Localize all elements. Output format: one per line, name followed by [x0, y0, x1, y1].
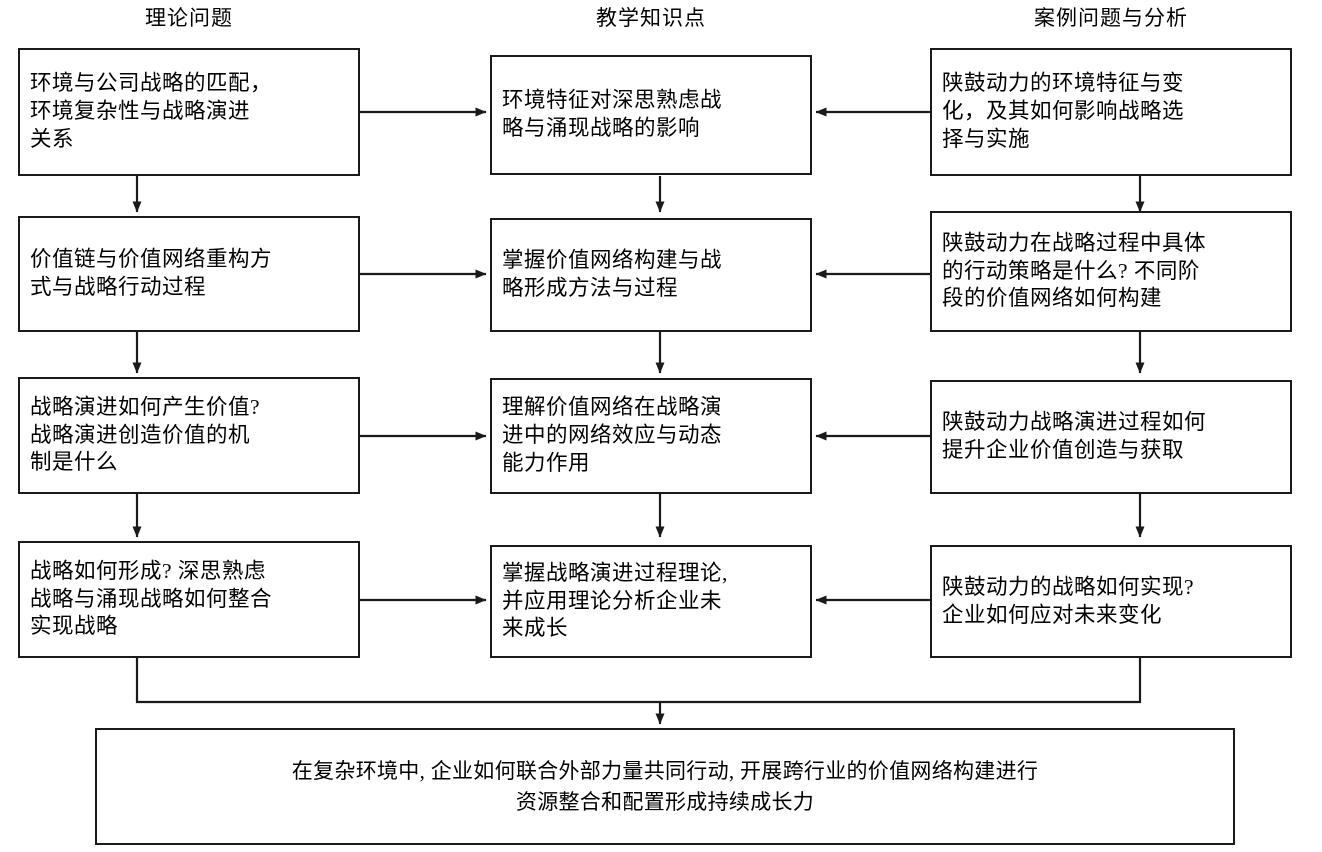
node-theory-4[interactable]: 战略如何形成? 深思熟虑战略与涌现战略如何整合实现战略 [18, 541, 360, 658]
node-teaching-1-text: 环境特征对深思熟虑战略与涌现战略的影响 [502, 88, 723, 140]
summary-line-1: 在复杂环境中, 企业如何联合外部力量共同行动, 开展跨行业的价值网络构建进行 [291, 759, 1039, 784]
node-teaching-3[interactable]: 理解价值网络在战略演进中的网络效应与动态能力作用 [490, 378, 812, 494]
node-case-2-text: 陕鼓动力在战略过程中具体的行动策略是什么? 不同阶段的价值网络如何构建 [942, 230, 1207, 311]
node-teaching-2[interactable]: 掌握价值网络构建与战略形成方法与过程 [490, 218, 812, 332]
node-case-3-text: 陕鼓动力战略演进过程如何提升企业价值创造与获取 [942, 410, 1207, 462]
node-teaching-1[interactable]: 环境特征对深思熟虑战略与涌现战略的影响 [490, 55, 812, 175]
node-case-1[interactable]: 陕鼓动力的环境特征与变化，及其如何影响战略选择与实施 [930, 48, 1292, 176]
summary-node[interactable]: 在复杂环境中, 企业如何联合外部力量共同行动, 开展跨行业的价值网络构建进行 资… [95, 728, 1235, 845]
summary-line-2: 资源整合和配置形成持续成长力 [515, 789, 815, 814]
node-theory-2-text: 价值链与价值网络重构方式与战略行动过程 [30, 247, 273, 299]
connector-left-to-summary-bus [135, 658, 1142, 704]
node-theory-2[interactable]: 价值链与价值网络重构方式与战略行动过程 [18, 216, 360, 332]
node-case-3[interactable]: 陕鼓动力战略演进过程如何提升企业价值创造与获取 [930, 380, 1292, 494]
node-case-4-text: 陕鼓动力的战略如何实现?企业如何应对未来变化 [942, 574, 1195, 627]
column-header-teaching: 教学知识点 [596, 6, 706, 30]
node-teaching-4-text: 掌握战略演进过程理论,并应用理论分析企业未来成长 [502, 560, 728, 641]
node-theory-4-text: 战略如何形成? 深思熟虑战略与涌现战略如何整合实现战略 [30, 558, 273, 639]
node-teaching-4[interactable]: 掌握战略演进过程理论,并应用理论分析企业未来成长 [490, 545, 812, 658]
node-theory-1[interactable]: 环境与公司战略的匹配，环境复杂性与战略演进关系 [18, 48, 360, 176]
node-teaching-3-text: 理解价值网络在战略演进中的网络效应与动态能力作用 [502, 395, 723, 475]
summary-text: 在复杂环境中, 企业如何联合外部力量共同行动, 开展跨行业的价值网络构建进行 资… [97, 756, 1233, 817]
node-case-4[interactable]: 陕鼓动力的战略如何实现?企业如何应对未来变化 [930, 545, 1292, 658]
node-case-1-text: 陕鼓动力的环境特征与变化，及其如何影响战略选择与实施 [942, 71, 1185, 151]
column-header-theory: 理论问题 [145, 6, 233, 30]
node-case-2[interactable]: 陕鼓动力在战略过程中具体的行动策略是什么? 不同阶段的价值网络如何构建 [930, 211, 1292, 332]
node-theory-3[interactable]: 战略演进如何产生价值?战略演进创造价值的机制是什么 [18, 377, 360, 494]
node-theory-3-text: 战略演进如何产生价值?战略演进创造价值的机制是什么 [30, 394, 261, 475]
node-teaching-2-text: 掌握价值网络构建与战略形成方法与过程 [502, 248, 723, 300]
node-theory-1-text: 环境与公司战略的匹配，环境复杂性与战略演进关系 [30, 71, 273, 151]
column-header-case: 案例问题与分析 [1034, 6, 1188, 30]
